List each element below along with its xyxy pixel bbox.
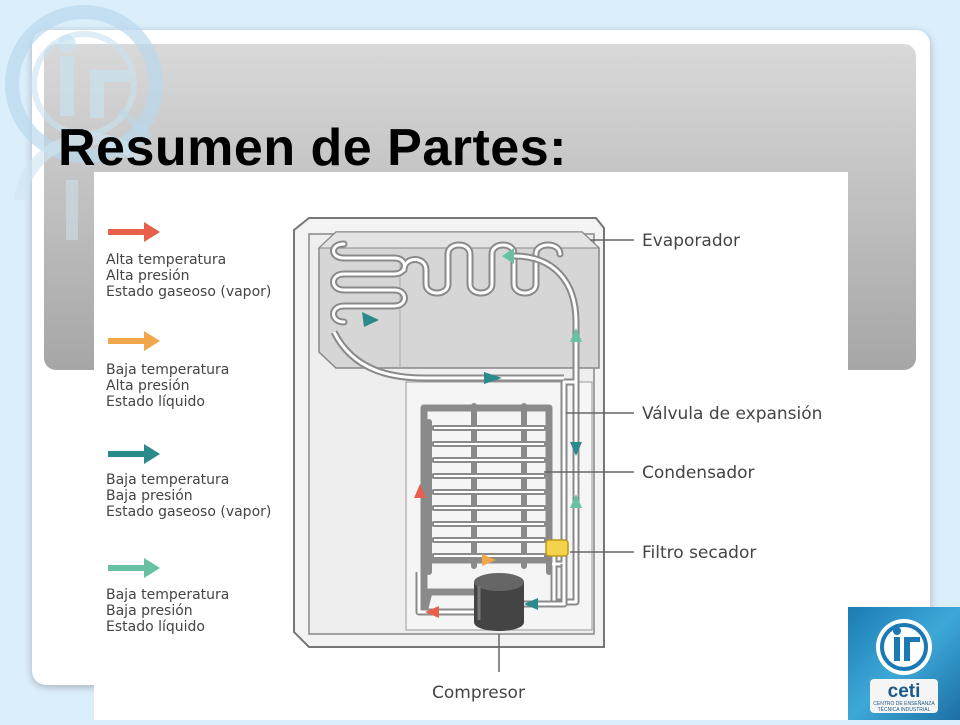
compressor-icon (474, 573, 524, 631)
legend-arrow-low-temp-low-press-vapor-icon (108, 444, 160, 464)
leader-lines (498, 239, 634, 672)
ceti-tagline-2: TÉCNICA INDUSTRIAL (878, 706, 931, 713)
watermark-logo-icon (5, 5, 163, 240)
flow-arrows (362, 248, 582, 618)
legend-2-line-1: Baja temperatura (106, 362, 229, 378)
label-valvula-expansion: Válvula de expansión (642, 404, 822, 424)
legend-arrow-low-temp-high-press-liquid-icon (108, 331, 160, 351)
label-filtro-secador: Filtro secador (642, 543, 756, 563)
legend-2-line-2: Alta presión (106, 378, 190, 394)
filter-dryer-icon (545, 539, 569, 557)
legend-4-line-1: Baja temperatura (106, 587, 229, 603)
legend-arrow-low-temp-low-press-liquid-icon (108, 558, 160, 578)
legend-2-line-3: Estado líquido (106, 394, 205, 410)
label-compresor: Compresor (432, 683, 525, 703)
legend-3-line-1: Baja temperatura (106, 472, 229, 488)
legend: Alta temperatura Alta presión Estado gas… (106, 222, 271, 635)
ceti-logo: ceti CENTRO DE ENSEÑANZA TÉCNICA INDUSTR… (848, 607, 960, 720)
legend-arrow-high-temp-vapor-icon (108, 222, 160, 242)
legend-3-line-2: Baja presión (106, 488, 193, 504)
legend-4-line-3: Estado líquido (106, 619, 205, 635)
legend-1-line-3: Estado gaseoso (vapor) (106, 284, 271, 300)
ceti-tagline-1: CENTRO DE ENSEÑANZA (873, 700, 935, 707)
label-evaporador: Evaporador (642, 231, 740, 251)
evaporator-coil-inner (332, 242, 562, 324)
ceti-brand: ceti (888, 681, 921, 702)
legend-1-line-2: Alta presión (106, 268, 190, 284)
refrigerator-diagram: Alta temperatura Alta presión Estado gas… (94, 172, 848, 720)
label-condensador: Condensador (642, 463, 755, 483)
legend-4-line-2: Baja presión (106, 603, 193, 619)
legend-1-line-1: Alta temperatura (106, 252, 226, 268)
legend-3-line-3: Estado gaseoso (vapor) (106, 504, 271, 520)
slide-title: Resumen de Partes: (58, 119, 567, 177)
